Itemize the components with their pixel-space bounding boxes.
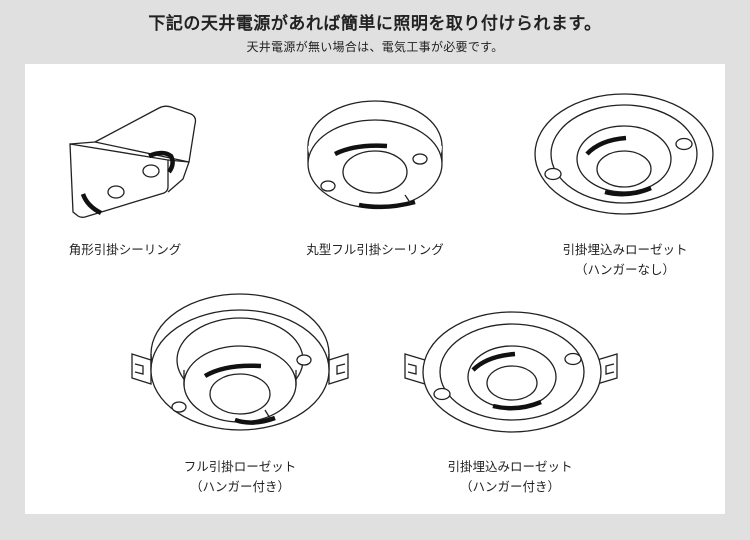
caption-label: 丸型フル引掛シーリング <box>306 242 444 257</box>
caption-label: 引掛埋込みローゼット <box>447 459 573 474</box>
caption-sublabel: （ハンガー付き） <box>459 479 560 494</box>
embedded-rosette-icon <box>534 93 714 215</box>
caption-square: 角形引掛シーリング <box>45 240 205 260</box>
page-subtitle: 天井電源が無い場合は、電気工事が必要です。 <box>246 40 504 54</box>
round-full-hook-ceiling-icon <box>307 100 443 210</box>
caption-label: フル引掛ローゼット <box>183 459 297 474</box>
caption-embedded-hanger: 引掛埋込みローゼット （ハンガー付き） <box>430 457 590 497</box>
caption-round: 丸型フル引掛シーリング <box>295 240 455 260</box>
embedded-rosette-hanger-icon <box>404 311 618 433</box>
caption-embedded: 引掛埋込みローゼット （ハンガーなし） <box>545 240 705 280</box>
caption-sublabel: （ハンガー付き） <box>189 479 290 494</box>
full-rosette-hanger-icon <box>131 293 349 431</box>
page-title: 下記の天井電源があれば簡単に照明を取り付けられます。 <box>148 14 602 34</box>
outlet-types-panel: 角形引掛シーリング 丸型フル引掛シーリング <box>25 64 725 514</box>
caption-sublabel: （ハンガーなし） <box>574 262 675 277</box>
caption-label: 角形引掛シーリング <box>68 242 182 257</box>
caption-label: 引掛埋込みローゼット <box>562 242 688 257</box>
square-hook-ceiling-icon <box>69 105 197 218</box>
caption-full-hanger: フル引掛ローゼット （ハンガー付き） <box>160 457 320 497</box>
